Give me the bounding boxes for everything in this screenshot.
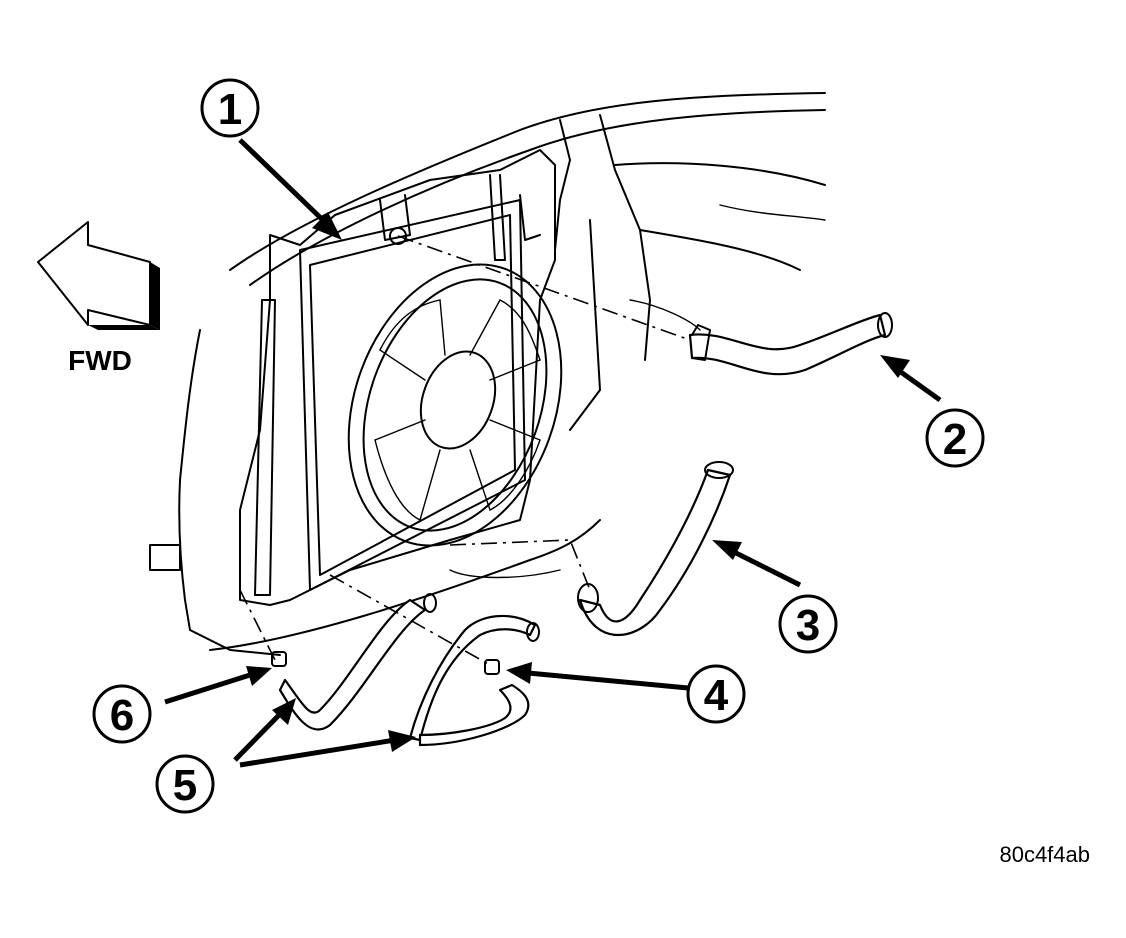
vehicle-front-structure [149, 92, 826, 656]
callout-4: 4 [686, 664, 746, 724]
hose-clamp-4 [484, 659, 500, 675]
callout-1-number: 1 [218, 85, 242, 134]
image-code: 80c4f4ab [999, 842, 1090, 867]
callout-5-number: 5 [173, 761, 197, 810]
callout-2: 2 [925, 408, 985, 468]
callout-3-number: 3 [796, 601, 820, 650]
fwd-label: FWD [68, 345, 132, 376]
lower-hose [577, 461, 734, 637]
hose-clamp-6 [271, 651, 287, 667]
callout-6-number: 6 [110, 691, 134, 740]
callout-5: 5 [155, 754, 215, 814]
forward-arrow-icon [37, 221, 160, 330]
leader-arrows [164, 138, 942, 768]
callout-6: 6 [92, 684, 152, 744]
radiator [239, 149, 556, 606]
cooling-fan [347, 263, 563, 547]
upper-hose [688, 312, 893, 376]
transmission-cooler-lines [278, 593, 540, 747]
callout-2-number: 2 [943, 415, 967, 464]
callout-1: 1 [200, 78, 260, 138]
callout-3: 3 [778, 594, 838, 654]
callout-4-number: 4 [704, 671, 729, 720]
alignment-lines [239, 235, 691, 666]
